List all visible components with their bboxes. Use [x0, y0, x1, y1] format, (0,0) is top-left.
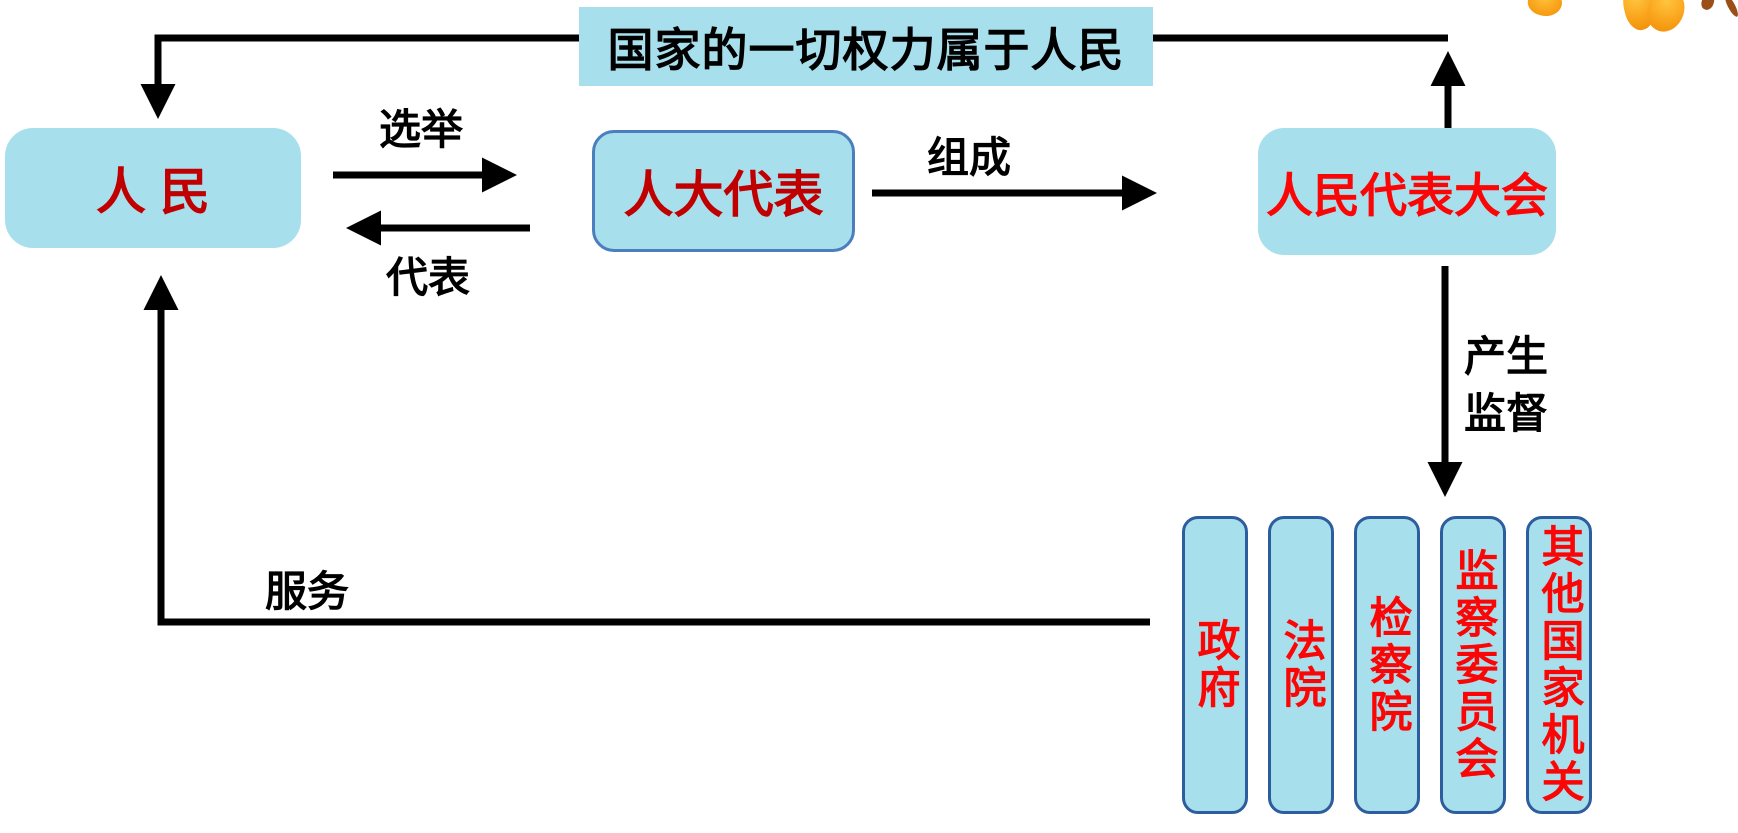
- banner-all-power-belongs-to-people: 国家的一切权力属于人民: [579, 7, 1153, 86]
- edge-label-compose: 组成: [926, 134, 1011, 181]
- node-npc-deputies-label: 人大代表: [623, 167, 824, 223]
- node-government: 政府: [1182, 516, 1248, 814]
- arrow-serve: [143, 275, 1150, 626]
- node-government-label: 政府: [1191, 618, 1239, 712]
- edge-label-elect: 选举: [378, 106, 463, 153]
- node-other-state-organs: 其他国家机关: [1526, 516, 1592, 814]
- edge-label-serve: 服务: [264, 568, 349, 615]
- node-people-label: 人 民: [96, 164, 210, 220]
- edge-label-produce: 产生: [1464, 333, 1549, 380]
- node-supervisory-commission: 监察委员会: [1440, 516, 1506, 814]
- node-supervisory-commission-label: 监察委员会: [1449, 547, 1497, 783]
- node-people: 人 民: [5, 128, 301, 248]
- node-peoples-congress-label: 人民代表大会: [1266, 169, 1548, 222]
- banner-text: 国家的一切权力属于人民: [607, 23, 1125, 76]
- node-procuratorate: 检察院: [1354, 516, 1420, 814]
- arrow-power-to-people: [140, 34, 579, 119]
- node-peoples-congress: 人民代表大会: [1258, 128, 1556, 255]
- node-court-label: 法院: [1277, 618, 1325, 712]
- edge-label-supervise: 监督: [1464, 390, 1549, 437]
- node-procuratorate-label: 检察院: [1363, 594, 1411, 736]
- node-court: 法院: [1268, 516, 1334, 814]
- edge-label-produce-supervise: 产生 监督: [1464, 328, 1594, 442]
- node-npc-deputies: 人大代表: [592, 130, 855, 252]
- edge-label-represent: 代表: [385, 254, 470, 301]
- node-other-state-organs-label: 其他国家机关: [1535, 524, 1583, 806]
